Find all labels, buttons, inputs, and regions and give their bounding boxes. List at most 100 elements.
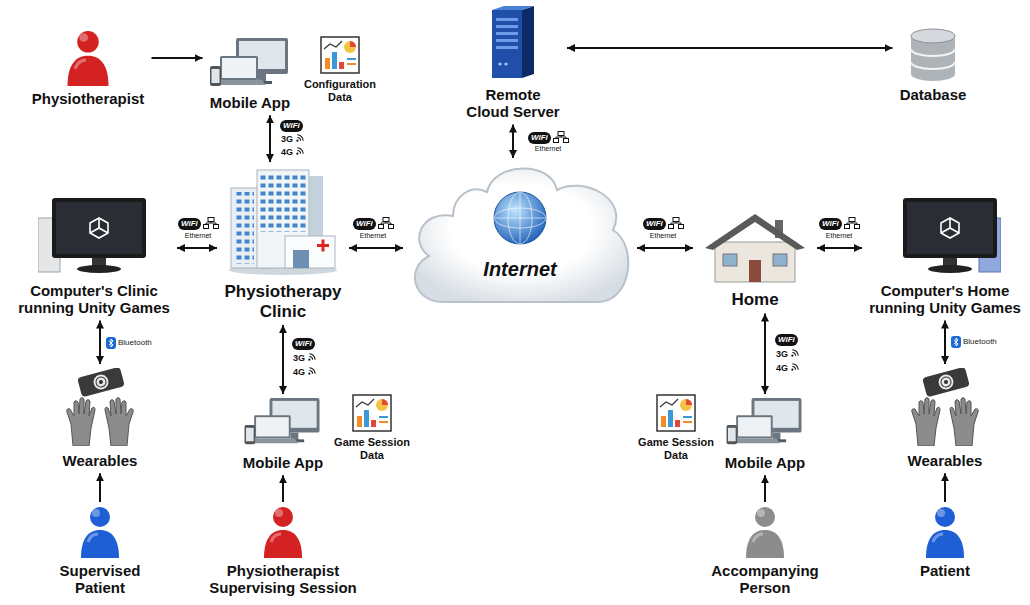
wearable-node: Wearables — [58, 366, 143, 471]
network-label: 4G — [293, 367, 305, 378]
connector-arrow — [637, 247, 693, 249]
node-label: Configuration Data — [303, 78, 378, 103]
wifi-badge: WiFi — [819, 218, 842, 230]
server-node: Remote Cloud Server — [461, 2, 565, 123]
app-node: Mobile App — [205, 36, 296, 113]
connector-arrow — [764, 314, 766, 394]
node-label: Game Session Data — [637, 436, 715, 461]
cloud-shape — [405, 160, 635, 310]
bluetooth-icon — [951, 336, 961, 348]
connector-arrow — [282, 475, 284, 502]
wifi-badge: WiFi — [292, 338, 315, 350]
person-node: Physiotherapist — [27, 28, 150, 109]
database-icon — [911, 29, 955, 81]
wifi-badge: WiFi — [643, 218, 666, 230]
ethernet-icon — [379, 218, 394, 229]
building-icon — [229, 170, 337, 275]
ethernet-label: Ethernet — [535, 145, 561, 153]
ethernet-label: Ethernet — [826, 232, 852, 240]
wearables-icon — [67, 367, 133, 446]
connector-arrow — [99, 473, 101, 502]
signal-icon — [308, 354, 315, 361]
connector-arrow — [99, 321, 101, 365]
chart-icon — [321, 37, 359, 73]
connector-arrow — [349, 247, 403, 249]
network-label: 4G — [281, 147, 293, 158]
connector-arrow — [177, 247, 217, 249]
home-node: Home — [695, 210, 815, 312]
ethernet-icon — [669, 218, 684, 229]
ethernet-label: Ethernet — [360, 232, 386, 240]
devices-icon — [210, 38, 288, 86]
wifi-badge: WiFi — [353, 218, 376, 230]
signal-icon — [296, 148, 303, 155]
connector-arrow — [944, 321, 946, 365]
node-label: Physiotherapist — [31, 90, 146, 107]
network-label: 4G — [776, 363, 788, 374]
network-label: 3G — [293, 353, 305, 364]
node-label: Physiotherapist Supervising Session — [208, 562, 358, 597]
connector-arrow — [567, 47, 893, 49]
data-node: Game Session Data — [329, 392, 415, 463]
node-label: Home — [730, 290, 780, 310]
bluetooth-icon — [106, 337, 116, 349]
person-node: Accompanying Person — [706, 504, 824, 599]
devices-icon — [245, 398, 320, 444]
wifi-badge: WiFi — [775, 334, 798, 346]
ethernet-icon — [554, 132, 569, 143]
person-icon — [746, 507, 784, 558]
server-icon — [492, 6, 534, 78]
data-node: Game Session Data — [633, 392, 719, 463]
person-node: Physiotherapist Supervising Session — [204, 504, 362, 599]
connector-arrow — [512, 125, 514, 159]
person-icon — [68, 31, 109, 86]
person-icon — [926, 507, 964, 558]
node-label: Game Session Data — [333, 436, 411, 461]
node-label: Physiotherapy Clinic — [223, 282, 343, 321]
app-node: Mobile App — [720, 396, 811, 473]
data-node: Configuration Data — [299, 34, 382, 105]
node-label: Wearables — [62, 452, 139, 469]
bluetooth-label: Bluetooth — [963, 336, 997, 348]
computer-icon — [38, 198, 146, 273]
person-node: Supervised Patient — [55, 504, 146, 599]
database-node: Database — [895, 26, 972, 105]
connector-arrow — [152, 57, 203, 59]
chart-icon — [353, 395, 391, 431]
node-label: Accompanying Person — [710, 562, 820, 597]
person-node: Patient — [915, 504, 976, 581]
wearables-icon — [912, 367, 978, 446]
connector-arrow — [764, 475, 766, 502]
connector-arrow — [269, 115, 271, 162]
network-label: 3G — [281, 134, 293, 145]
internet-cloud: Internet — [405, 160, 635, 310]
node-label: Database — [899, 86, 968, 103]
person-icon — [264, 507, 302, 558]
chart-icon — [657, 395, 695, 431]
node-label: Computer's Clinic running Unity Games — [17, 282, 171, 317]
computer-node: Computer's Clinic running Unity Games — [13, 194, 175, 319]
node-label: Mobile App — [242, 454, 325, 471]
globe-icon — [494, 192, 546, 244]
node-label: Patient — [919, 562, 972, 579]
node-label: Wearables — [907, 452, 984, 469]
connector-arrow — [817, 247, 862, 249]
signal-icon — [791, 350, 798, 357]
wifi-badge: WiFi — [528, 132, 551, 144]
connector-arrow — [944, 473, 946, 502]
clinic-node: Physiotherapy Clinic — [219, 164, 347, 323]
wifi-badge: WiFi — [280, 120, 303, 132]
node-label: Supervised Patient — [59, 562, 142, 597]
node-label: Internet — [405, 258, 635, 281]
cloud-outline — [415, 168, 628, 302]
node-label: Mobile App — [724, 454, 807, 471]
computer-node: Computer's Home running Unity Games — [864, 194, 1026, 319]
signal-icon — [308, 368, 315, 375]
connector-arrow — [282, 325, 284, 394]
ethernet-icon — [845, 218, 860, 229]
wearable-node: Wearables — [903, 366, 988, 471]
wifi-badge: WiFi — [178, 218, 201, 230]
signal-icon — [791, 364, 798, 371]
app-node: Mobile App — [238, 396, 329, 473]
node-label: Computer's Home running Unity Games — [868, 282, 1022, 317]
